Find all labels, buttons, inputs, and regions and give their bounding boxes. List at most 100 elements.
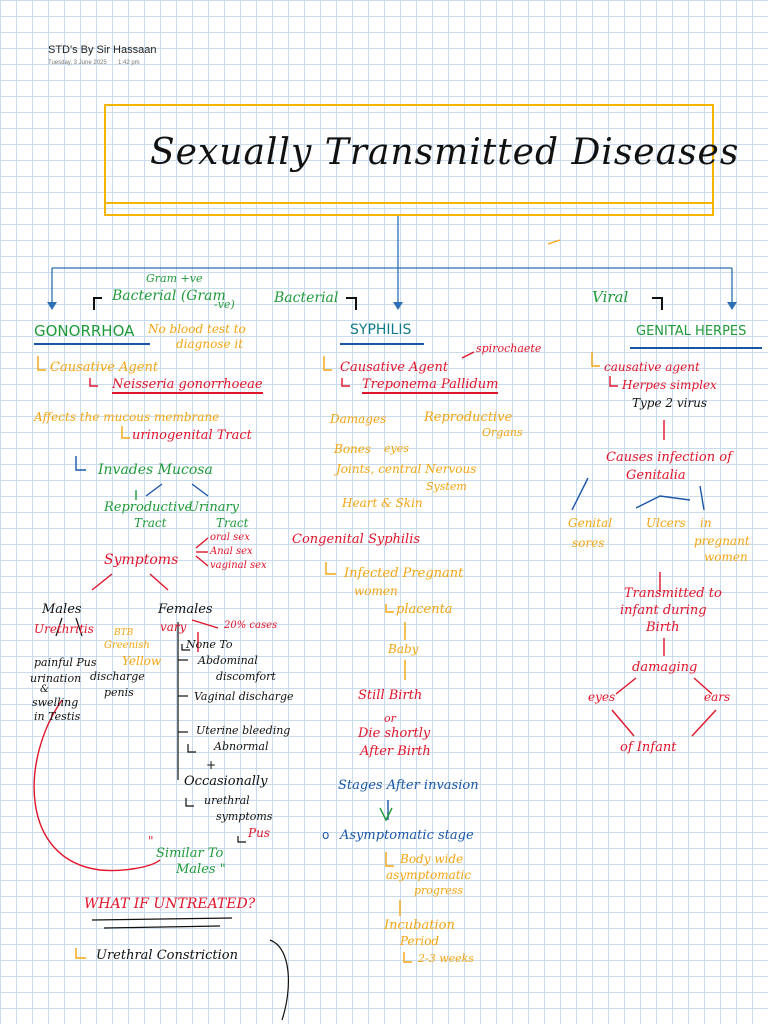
organs-label: Organs: [482, 426, 523, 439]
vary-label: vary: [160, 620, 187, 634]
progress-label: progress: [414, 884, 464, 897]
system-label: System: [426, 480, 467, 493]
males-heading: Males: [42, 602, 82, 617]
gonorrhoea-note-line1: No blood test to: [148, 322, 246, 336]
testis-label: in Testis: [34, 710, 81, 723]
asymptomatic-sub-label: asymptomatic: [386, 868, 472, 882]
vaginal-discharge-label: Vaginal discharge: [194, 690, 294, 703]
weeks-label: 2-3 weeks: [418, 952, 474, 965]
open-quote: ": [148, 834, 154, 848]
genitalia-label: Genitalia: [626, 468, 686, 483]
herpes-birth-label: Birth: [646, 620, 680, 635]
herpes-agent: Herpes simplex: [622, 378, 717, 392]
gonorrhoea-note-line2: diagnose it: [176, 337, 244, 351]
stage-bullet: o: [322, 828, 330, 842]
urination-label: urination: [30, 672, 82, 685]
gram-negative-note: -ve): [214, 298, 235, 311]
placenta-label: placenta: [396, 602, 453, 617]
causes-infection-label: Causes infection of: [606, 450, 732, 465]
occasionally-label: Occasionally: [184, 774, 268, 789]
swelling-label: swelling: [32, 696, 79, 709]
transmitted-label: Transmitted to: [624, 586, 722, 601]
pus-label: Pus: [248, 826, 270, 840]
gonorrhoea-affects: Affects the mucous membrane: [34, 410, 220, 424]
body-wide-label: Body wide: [400, 852, 464, 866]
women-label: women: [354, 584, 398, 598]
gram-positive-note: Gram +ve: [146, 272, 203, 285]
none-label: None To: [186, 638, 233, 651]
plus-symbol: +: [206, 758, 217, 772]
reproductive-tract-word: Tract: [134, 516, 167, 530]
viral-label: Viral: [592, 288, 629, 306]
damages-label: Damages: [330, 412, 387, 426]
herpes-causative-label: causative agent: [604, 360, 700, 374]
urethritis-label: Urethritis: [34, 622, 94, 636]
period-label: Period: [400, 934, 440, 948]
gonorrhoea-invades: Invades Mucosa: [98, 462, 213, 478]
anal-sex-label: Anal sex: [210, 546, 253, 557]
heart-skin-label: Heart & Skin: [342, 496, 423, 510]
page-date: Tuesday, 3 June 2025: [48, 60, 107, 66]
symptoms-sub-label: symptoms: [216, 810, 273, 823]
greenish-label: Greenish: [104, 640, 150, 651]
syphilis-agent: Treponema Pallidum: [362, 377, 499, 394]
infant-during-label: infant during: [620, 603, 707, 618]
herpes-heading: GENITAL HERPES: [636, 324, 747, 339]
gonorrhoea-causative-label: Causative Agent: [50, 360, 159, 375]
page-title: STD's By Sir Hassaan: [48, 44, 157, 56]
title-box: [104, 104, 714, 216]
vaginal-sex-label: vaginal sex: [210, 560, 267, 571]
herpes-ears-label: ears: [704, 690, 731, 704]
syphilis-heading: SYPHILIS: [350, 322, 412, 338]
females-heading: Females: [158, 602, 213, 617]
bones-label: Bones: [334, 442, 372, 456]
syphilis-causative-label: Causative Agent: [340, 360, 449, 375]
herpes-eyes-label: eyes: [588, 690, 616, 704]
sores-label: sores: [572, 536, 605, 550]
still-birth-label: Still Birth: [358, 688, 423, 703]
bacterial-label-mid: Bacterial: [274, 290, 339, 306]
and-symbol: &: [40, 684, 49, 695]
reproductive-tract-label: Reproductive: [104, 500, 193, 515]
ulcers-label: Ulcers: [646, 516, 686, 530]
asymptomatic-stage: Asymptomatic stage: [340, 828, 474, 843]
discomfort-label: discomfort: [216, 670, 276, 683]
abnormal-label: Abnormal: [214, 740, 269, 753]
damaging-label: damaging: [632, 660, 698, 675]
eyes-label: eyes: [384, 442, 409, 455]
discharge-label: discharge: [90, 670, 145, 683]
die-shortly-label: Die shortly: [358, 726, 431, 741]
genital-label: Genital: [568, 516, 613, 530]
abdominal-label: Abdominal: [198, 654, 258, 667]
incubation-label: Incubation: [384, 918, 455, 933]
penis-label: penis: [104, 686, 134, 699]
urethral-label: urethral: [204, 794, 250, 807]
herpes-type: Type 2 virus: [632, 396, 708, 410]
oral-sex-label: oral sex: [210, 532, 250, 543]
gonorrhoea-agent: Neisseria gonorrhoeae: [112, 377, 263, 394]
infected-pregnant-label: Infected Pregnant: [344, 566, 464, 581]
cases-label: 20% cases: [224, 620, 278, 631]
uterine-bleeding-label: Uterine bleeding: [196, 724, 291, 737]
gonorrhoea-tract: urinogenital Tract: [132, 428, 252, 443]
urethral-constriction-label: Urethral Constriction: [96, 948, 238, 963]
yellow-label: Yellow: [122, 654, 162, 668]
urinary-tract-label: Urinary: [188, 500, 240, 515]
baby-label: Baby: [388, 642, 419, 656]
page-time: 1:42 pm: [118, 60, 140, 66]
urinary-tract-word: Tract: [216, 516, 249, 530]
untreated-heading: WHAT IF UNTREATED?: [84, 896, 256, 912]
in-label: in: [700, 516, 712, 530]
reproductive-label: Reproductive: [424, 410, 513, 425]
similar-males-label: Males ": [176, 862, 226, 877]
of-infant-label: of Infant: [620, 740, 677, 755]
main-title: Sexually Transmitted Diseases: [150, 132, 740, 173]
painful-label: painful Pus: [34, 656, 97, 669]
spirochaete-label: spirochaete: [476, 342, 542, 355]
after-birth-label: After Birth: [360, 744, 431, 759]
stages-label: Stages After invasion: [338, 778, 479, 793]
herpes-women-label: women: [704, 550, 748, 564]
btb-label: BTB: [114, 628, 134, 638]
joints-label: Joints, central Nervous: [336, 462, 477, 476]
congenital-syphilis: Congenital Syphilis: [292, 532, 421, 547]
